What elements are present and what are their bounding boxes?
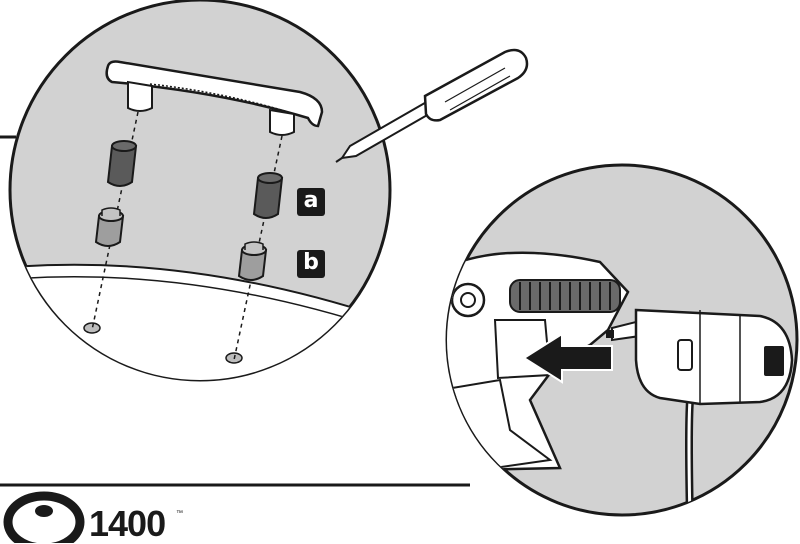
bushing-right: [237, 241, 268, 281]
spacer-right: [252, 172, 284, 219]
lid-hole-left: [83, 322, 101, 334]
insert-arrow: [522, 332, 613, 384]
trademark-symbol: ™: [176, 510, 183, 517]
battery-cap: [606, 308, 794, 406]
guide-line-left: [91, 111, 139, 331]
lid-handle: [105, 60, 324, 136]
spacer-left: [106, 140, 138, 187]
part-label-b: b: [297, 250, 325, 278]
handle-detail-circle: [8, 0, 392, 382]
spring: [509, 279, 621, 313]
brand-badge: [764, 346, 784, 376]
model-number: 1400: [89, 503, 166, 544]
model-logo-icon: [3, 491, 85, 543]
screwdriver-icon: [335, 48, 529, 163]
bushing-left: [94, 207, 125, 247]
part-label-a: a: [297, 188, 325, 216]
igniter-detail-circle: [445, 163, 799, 517]
